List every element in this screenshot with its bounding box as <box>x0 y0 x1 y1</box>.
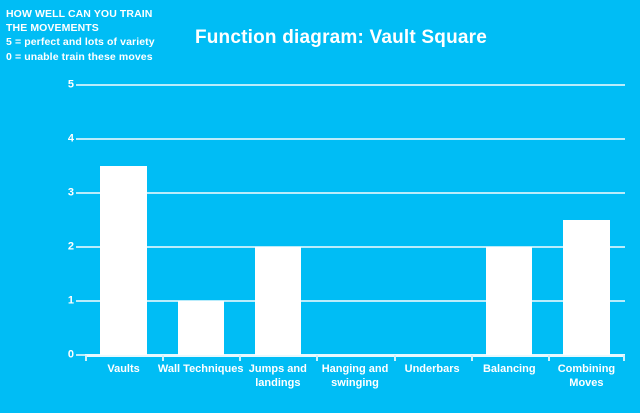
x-tick <box>85 355 87 361</box>
x-category-label: Jumps and landings <box>248 363 307 389</box>
x-axis: Vaults Wall Techniques Jumps and landings H… <box>85 355 625 413</box>
x-category-label: Hanging and swinging <box>321 363 389 389</box>
y-tick-label-5: 5 <box>67 78 74 91</box>
gridline-1 <box>85 300 625 302</box>
chart-title: Function diagram: Vault Square <box>194 27 488 48</box>
gridline-3 <box>85 192 625 194</box>
x-tick <box>316 355 319 361</box>
note-line-3: 5 = perfect and lots of variety <box>6 36 155 49</box>
y-tick-label-3: 3 <box>67 186 74 199</box>
gridline-4 <box>85 138 625 140</box>
scale-legend-note: HOW WELL CAN YOU TRAIN THE MOVEMENTS 5 =… <box>6 7 196 64</box>
x-tick <box>470 355 473 361</box>
plot-area: 0 1 2 3 4 5 <box>68 79 625 360</box>
gridline-2 <box>85 246 625 248</box>
note-line-2: THE MOVEMENTS <box>6 22 99 35</box>
y-tick-dash-2 <box>76 246 85 248</box>
y-tick-label-4: 4 <box>67 132 74 145</box>
y-tick-dash-4 <box>76 138 85 140</box>
x-tick <box>393 355 396 361</box>
bar <box>254 247 301 355</box>
x-category-label: Balancing <box>482 363 536 375</box>
y-tick-dash-1 <box>76 300 85 302</box>
y-tick-dash-3 <box>76 192 85 194</box>
x-category-label: Combining Moves <box>557 363 616 389</box>
x-tick <box>547 355 550 361</box>
note-line-4: 0 = unable train these moves <box>6 50 153 63</box>
bar <box>100 166 147 355</box>
x-category-label: Underbars <box>404 363 460 375</box>
x-tick <box>239 355 242 361</box>
bar <box>177 301 224 355</box>
bar <box>486 247 533 355</box>
y-tick-label-2: 2 <box>67 240 74 253</box>
x-category-label: Wall Techniques <box>157 363 244 375</box>
y-tick-dash-0 <box>76 354 85 356</box>
x-category-label: Vaults <box>107 363 140 375</box>
y-tick-label-0: 0 <box>67 348 74 361</box>
gridline-0 <box>85 354 625 357</box>
x-tick <box>162 355 165 361</box>
y-tick-dash-5 <box>76 84 85 86</box>
note-line-1: HOW WELL CAN YOU TRAIN <box>6 8 153 20</box>
gridline-5 <box>85 84 625 86</box>
bar <box>563 220 610 355</box>
x-tick <box>623 355 625 361</box>
y-tick-label-1: 1 <box>67 294 74 307</box>
